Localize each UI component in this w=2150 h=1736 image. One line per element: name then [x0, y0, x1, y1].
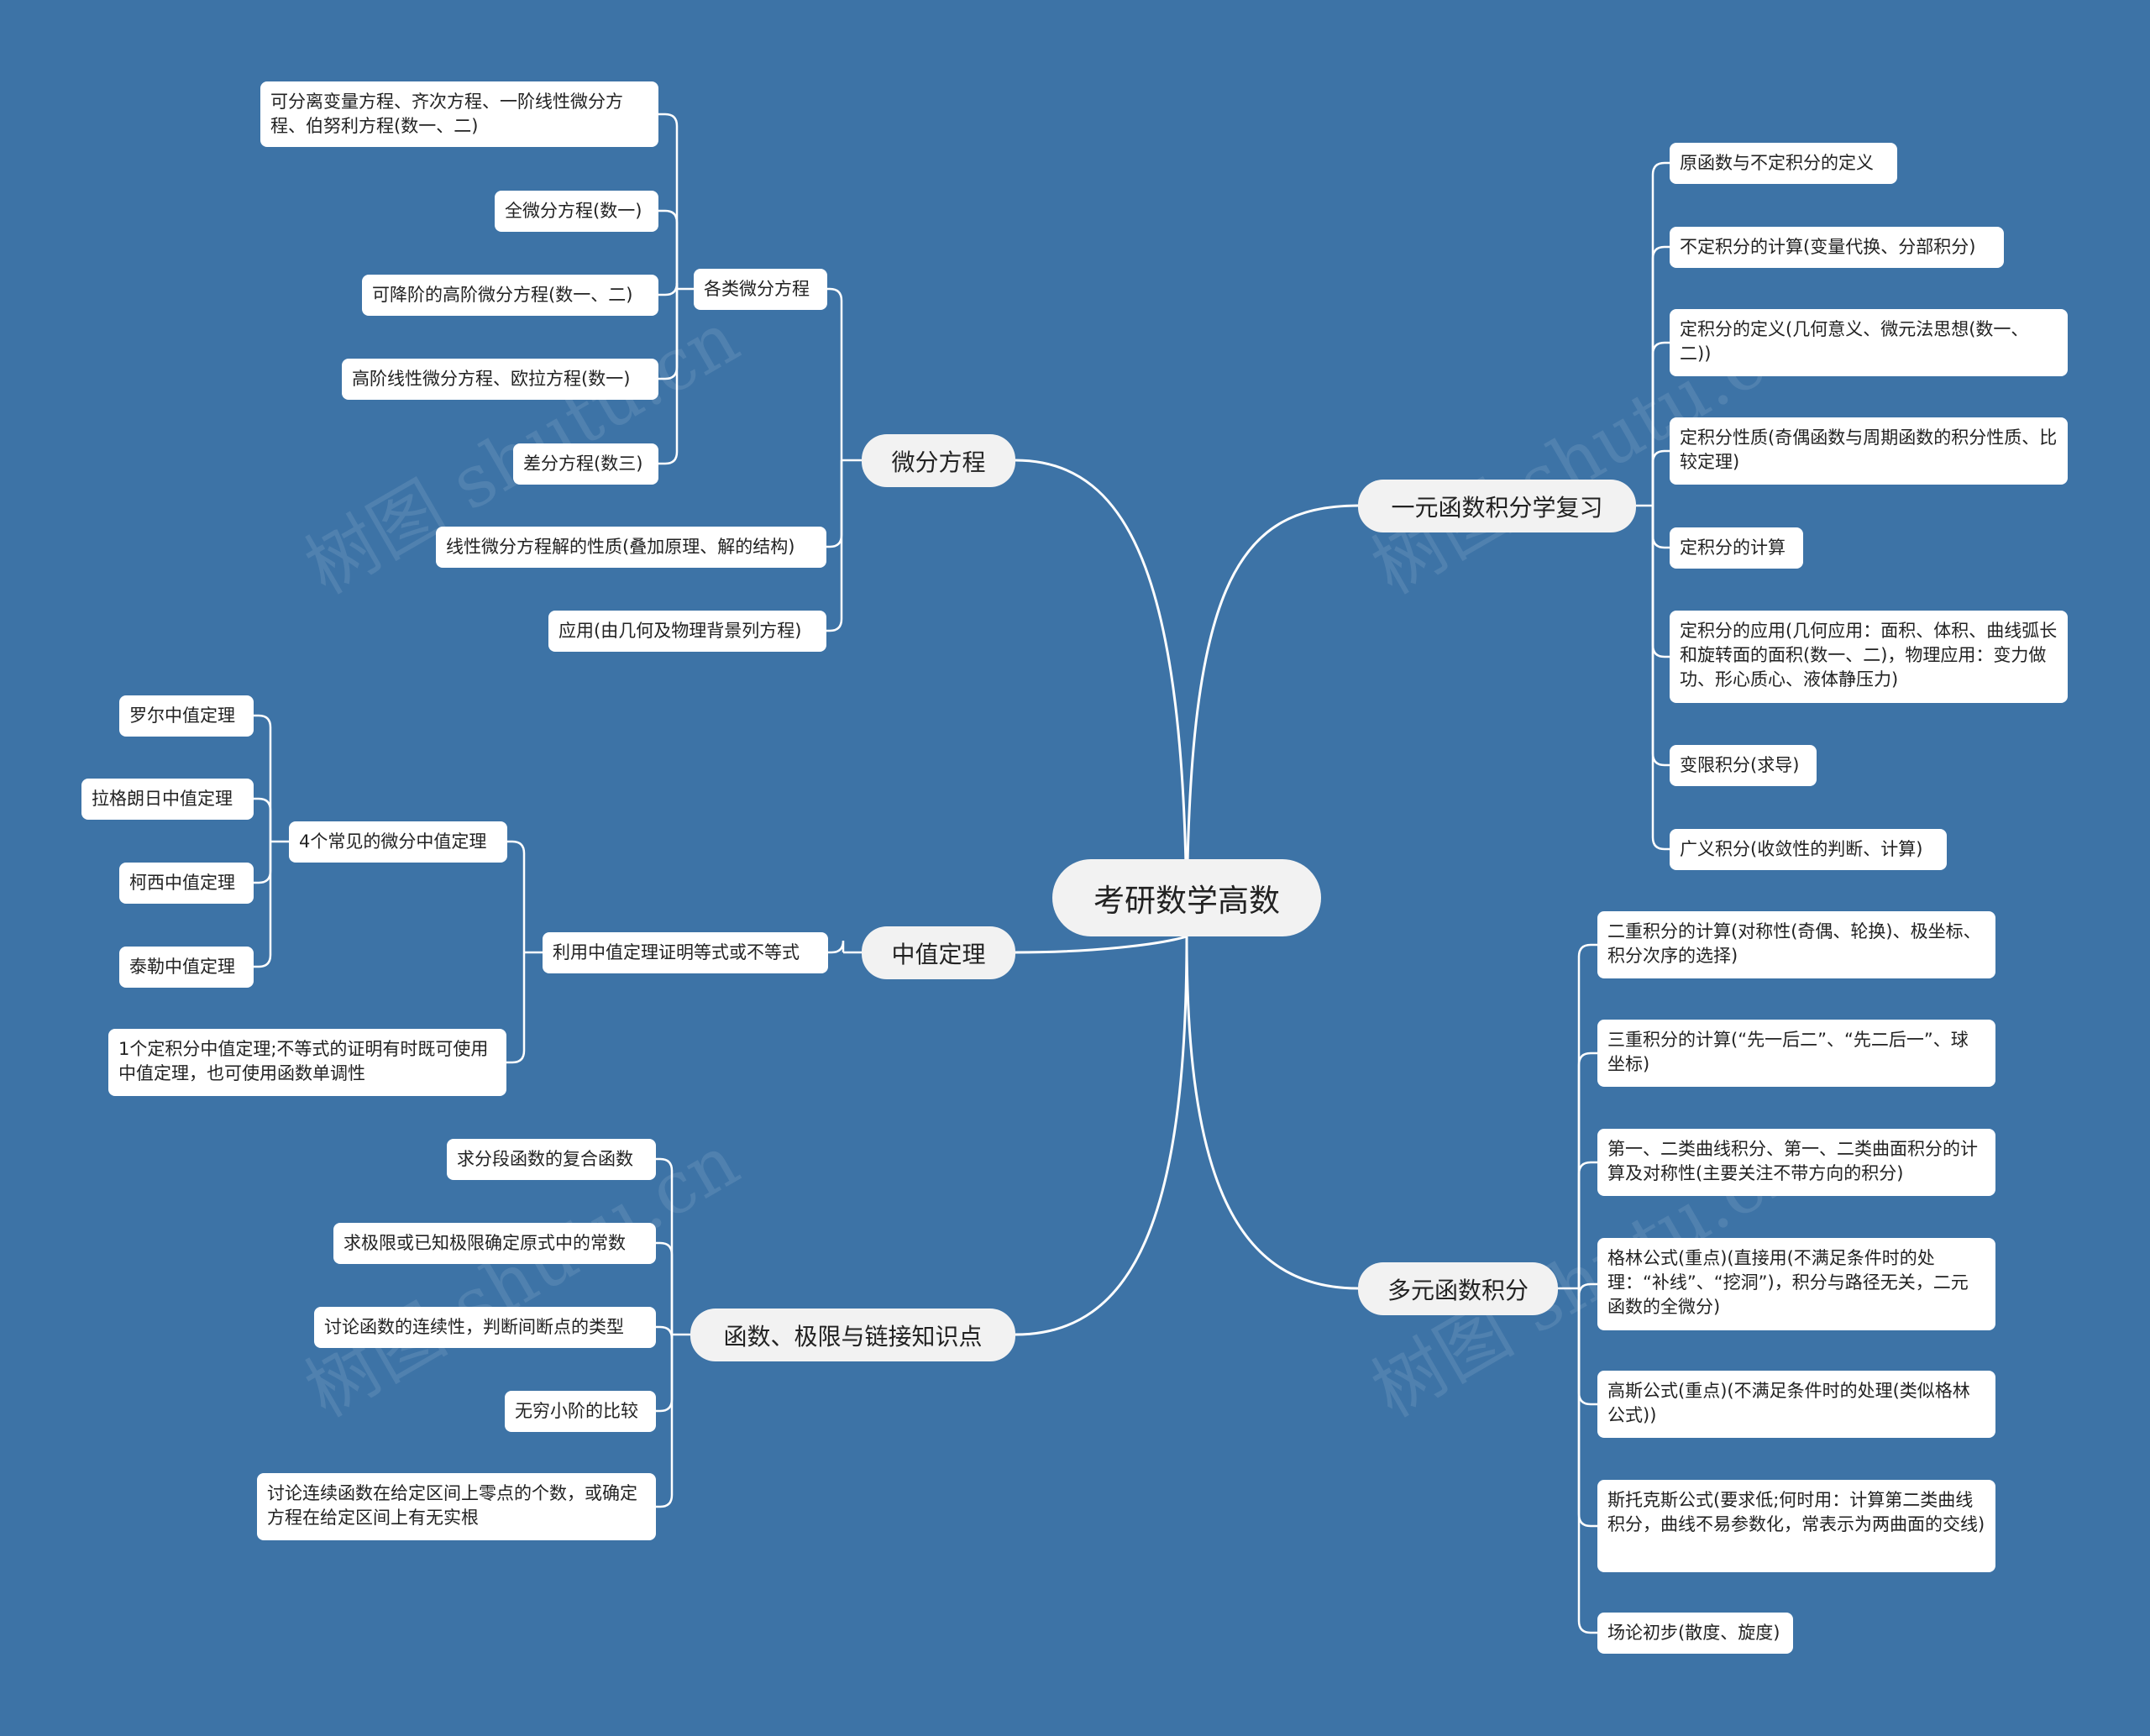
- link-single: [1651, 506, 1670, 549]
- leaf-de-type[interactable]: 可分离变量方程、齐次方程、一阶线性微分方程、伯努利方程(数一、二): [260, 81, 658, 147]
- link-root-de: [1015, 459, 1188, 937]
- leaf-de-type[interactable]: 高阶线性微分方程、欧拉方程(数一): [342, 359, 658, 400]
- link-root-mvt: [1015, 935, 1188, 954]
- leaf-de[interactable]: 应用(由几何及物理背景列方程): [548, 611, 826, 652]
- leaf-de[interactable]: 线性微分方程解的性质(叠加原理、解的结构): [436, 527, 826, 568]
- link-mvt-four: [254, 842, 272, 884]
- link-mvt-use: [506, 952, 526, 1064]
- sub-de-types[interactable]: 各类微分方程: [694, 269, 827, 310]
- leaf-single[interactable]: 不定积分的计算(变量代换、分部积分): [1670, 227, 2004, 268]
- branch-differential-equations[interactable]: 微分方程: [862, 434, 1015, 487]
- link-single: [1651, 341, 1670, 506]
- leaf-func[interactable]: 讨论函数的连续性，判断间断点的类型: [314, 1307, 656, 1348]
- leaf-multi[interactable]: 斯托克斯公式(要求低;何时用：计算第二类曲线积分，曲线不易参数化，常表示为两曲面…: [1597, 1480, 1995, 1572]
- leaf-mvt[interactable]: 拉格朗日中值定理: [81, 779, 254, 820]
- leaf-mvt[interactable]: 泰勒中值定理: [119, 947, 254, 988]
- root-topic[interactable]: 考研数学高数: [1052, 859, 1321, 936]
- link-de: [826, 460, 843, 632]
- leaf-single[interactable]: 定积分性质(奇偶函数与周期函数的积分性质、比较定理): [1670, 417, 2068, 485]
- leaf-single[interactable]: 定积分的应用(几何应用：面积、体积、曲线弧长和旋转面的面积(数一、二)，物理应用…: [1670, 611, 2068, 703]
- leaf-func[interactable]: 求极限或已知极限确定原式中的常数: [333, 1223, 656, 1264]
- sub-mvt-proof[interactable]: 利用中值定理证明等式或不等式: [543, 932, 828, 973]
- branch-single-variable-integration[interactable]: 一元函数积分学复习: [1358, 480, 1636, 532]
- leaf-func[interactable]: 求分段函数的复合函数: [447, 1139, 656, 1180]
- leaf-multi[interactable]: 三重积分的计算(“先一后二”、“先二后一”、球坐标): [1597, 1020, 1995, 1087]
- branch-functions-limits[interactable]: 函数、极限与链接知识点: [690, 1309, 1015, 1361]
- link-mvt-four: [254, 842, 272, 968]
- link-multi: [1577, 1288, 1597, 1634]
- link-func: [656, 1335, 674, 1508]
- leaf-single[interactable]: 广义积分(收敛性的判断、计算): [1670, 829, 1947, 870]
- leaf-single[interactable]: 定积分的计算: [1670, 527, 1803, 569]
- leaf-single[interactable]: 原函数与不定积分的定义: [1670, 143, 1897, 184]
- leaf-func[interactable]: 无穷小阶的比较: [505, 1391, 656, 1432]
- link-single: [1651, 245, 1670, 506]
- leaf-multi[interactable]: 第一、二类曲线积分、第一、二类曲面积分的计算及对称性(主要关注不带方向的积分): [1597, 1129, 1995, 1196]
- link-single: [1651, 506, 1670, 851]
- link-single: [1651, 506, 1670, 658]
- link-func: [656, 1241, 674, 1335]
- leaf-func[interactable]: 讨论连续函数在给定区间上零点的个数，或确定方程在给定区间上有无实根: [257, 1473, 656, 1540]
- leaf-single[interactable]: 变限积分(求导): [1670, 745, 1817, 786]
- leaf-multi[interactable]: 二重积分的计算(对称性(奇偶、轮换)、极坐标、积分次序的选择): [1597, 911, 1995, 978]
- leaf-multi[interactable]: 场论初步(散度、旋度): [1597, 1613, 1793, 1654]
- leaf-multi[interactable]: 格林公式(重点)(直接用(不满足条件时的处理：“补线”、“挖洞”)，积分与路径无…: [1597, 1238, 1995, 1330]
- link-single: [1651, 161, 1670, 506]
- link-mvt-four: [254, 714, 272, 842]
- link-multi: [1577, 1161, 1597, 1288]
- link-root-func: [1015, 936, 1188, 1336]
- link-de-types: [658, 209, 679, 289]
- link-de-types: [658, 289, 679, 465]
- branch-multivariable-integration[interactable]: 多元函数积分: [1358, 1262, 1558, 1315]
- leaf-de-type[interactable]: 全微分方程(数一): [495, 191, 658, 232]
- link-func: [656, 1157, 674, 1335]
- leaf-mvt-integral[interactable]: 1个定积分中值定理;不等式的证明有时既可使用中值定理，也可使用函数单调性: [108, 1029, 506, 1096]
- link-mvt-four: [254, 797, 272, 842]
- link-single: [1651, 449, 1670, 506]
- link-mvt-use: [507, 840, 526, 952]
- link-multi: [1577, 943, 1597, 1288]
- link-de-types: [658, 113, 679, 289]
- leaf-mvt[interactable]: 罗尔中值定理: [119, 695, 254, 737]
- leaf-single[interactable]: 定积分的定义(几何意义、微元法思想(数一、二)): [1670, 309, 2068, 376]
- link-mvt: [828, 940, 845, 954]
- leaf-de-type[interactable]: 可降阶的高阶微分方程(数一、二): [362, 275, 658, 316]
- link-de: [826, 460, 843, 548]
- leaf-de-type[interactable]: 差分方程(数三): [513, 443, 658, 485]
- branch-mean-value-theorems[interactable]: 中值定理: [862, 926, 1015, 979]
- link-func: [656, 1325, 674, 1340]
- link-de: [827, 287, 843, 460]
- link-multi: [1577, 1052, 1597, 1288]
- leaf-multi[interactable]: 高斯公式(重点)(不满足条件时的处理(类似格林公式)): [1597, 1371, 1995, 1438]
- link-root-multi: [1185, 936, 1359, 1290]
- sub-four-mvt[interactable]: 4个常见的微分中值定理: [289, 821, 507, 863]
- leaf-mvt[interactable]: 柯西中值定理: [119, 863, 254, 904]
- link-de-types: [658, 282, 679, 296]
- link-root-single: [1185, 504, 1359, 937]
- link-func: [656, 1335, 674, 1413]
